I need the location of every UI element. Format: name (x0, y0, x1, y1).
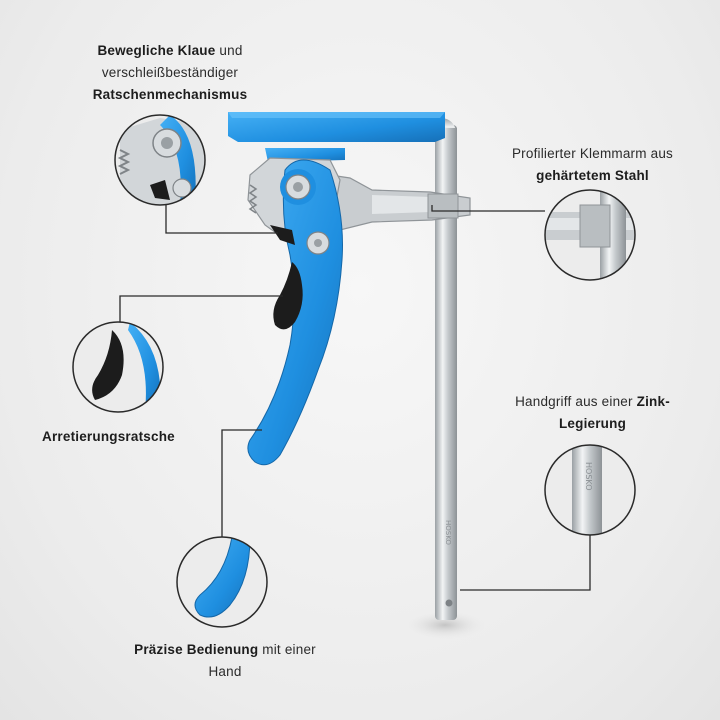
floor-shadow (405, 611, 485, 639)
callout-arm: Profilierter Klemmarm aus gehärtetem Sta… (490, 143, 695, 187)
claw-black-tip (270, 225, 295, 245)
detail-circle-operation (176, 536, 268, 628)
rail-pin (445, 599, 453, 607)
callout-operation-normal: mit einer (258, 642, 316, 657)
callout-ratchet-bold: Arretierungsratsche (42, 429, 175, 444)
detail-circle-handle: HOSKO (544, 444, 636, 536)
callout-handle: Handgriff aus einer Zink- Legierung (495, 391, 690, 435)
clamp-rail (435, 125, 457, 620)
callout-operation: Präzise Bedienung mit einer Hand (110, 639, 340, 683)
callout-handle-bold2: Legierung (558, 416, 627, 431)
callout-ratchet: Arretierungsratsche (42, 426, 242, 448)
callout-handle-bold: Zink- (636, 394, 670, 409)
callout-operation-normal2: Hand (208, 664, 242, 679)
callout-operation-bold: Präzise Bedienung (134, 642, 259, 657)
ratchet-trigger (273, 262, 303, 330)
rail-brand-mark: HOSKO (444, 520, 452, 545)
callout-arm-bold: gehärtetem Stahl (536, 168, 649, 183)
detail-circle-ratchet (72, 321, 164, 413)
callout-claw: Bewegliche Klaue und verschleißbeständig… (60, 40, 280, 106)
detail-circle-arm (544, 189, 636, 281)
callout-claw-bold2: Ratschenmechanismus (92, 87, 248, 102)
callout-arm-normal: Profilierter Klemmarm aus (511, 146, 674, 161)
detail-circle-claw (114, 114, 206, 206)
clamp: HOSKO (228, 112, 471, 620)
fixed-jaw (228, 112, 445, 142)
callout-handle-normal: Handgriff aus einer (515, 394, 637, 409)
callout-claw-bold: Bewegliche Klaue (97, 43, 216, 58)
callout-claw-normal2: verschleißbeständiger (101, 65, 239, 80)
leader-lines (119, 205, 591, 591)
svg-text:HOSKO: HOSKO (584, 462, 593, 491)
callout-claw-normal: und (215, 43, 243, 58)
